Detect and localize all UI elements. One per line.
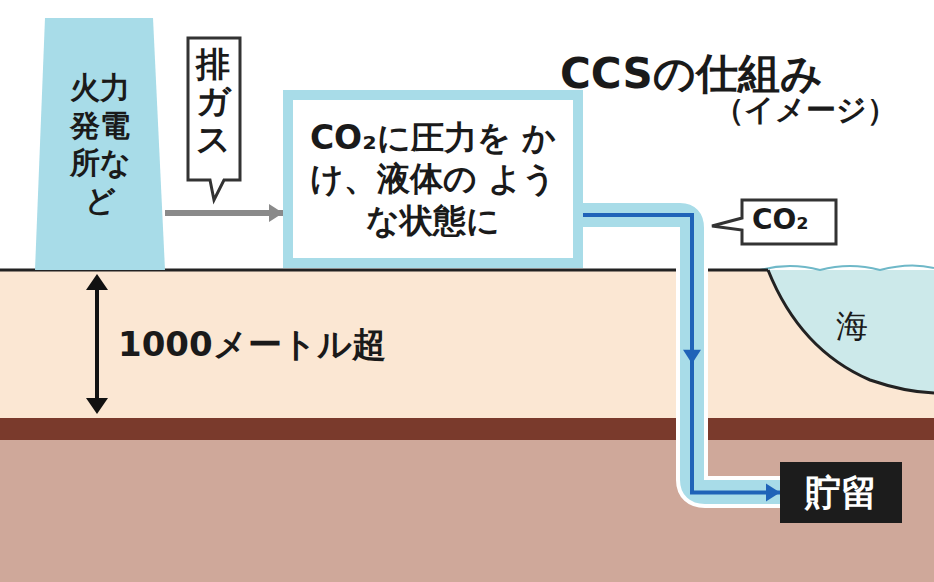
process-box: CO₂に圧力を かけ、液体の ような状態に xyxy=(283,90,583,268)
node-text: 火力発電所など xyxy=(67,69,133,219)
sea-label: 海 xyxy=(836,305,868,349)
storage-box: 貯留 xyxy=(780,462,902,523)
reservoir-layer xyxy=(0,440,934,582)
node-text: 貯留 xyxy=(805,470,877,515)
sea-area xyxy=(768,270,934,393)
depth-arrowhead xyxy=(86,274,108,290)
sea-shore xyxy=(768,270,934,393)
arrowhead xyxy=(269,204,283,222)
arrowhead xyxy=(683,350,701,364)
pipe xyxy=(580,215,780,492)
exhaust-callout xyxy=(188,38,240,200)
subtitle: （イメージ） xyxy=(714,90,897,131)
edge-label: 排ガス xyxy=(196,46,230,158)
arrowhead xyxy=(766,484,780,502)
depth-line xyxy=(95,285,99,403)
plant-outline xyxy=(35,18,165,270)
connector xyxy=(165,210,283,216)
depth-arrowhead xyxy=(86,398,108,414)
ground-layer xyxy=(0,270,934,418)
node-text: CO₂に圧力を かけ、液体の ような状態に xyxy=(298,117,568,241)
plant-shape xyxy=(35,18,165,270)
edge-label: CO₂ xyxy=(752,203,809,236)
depth-label: 1000メートル超 xyxy=(118,322,386,368)
power-plant: 火力発電所など xyxy=(35,18,165,270)
connector xyxy=(583,215,780,493)
pipe-outline xyxy=(580,215,780,492)
co2-callout xyxy=(712,200,836,244)
sea-wave xyxy=(760,265,934,270)
cap-rock-layer xyxy=(0,418,934,440)
